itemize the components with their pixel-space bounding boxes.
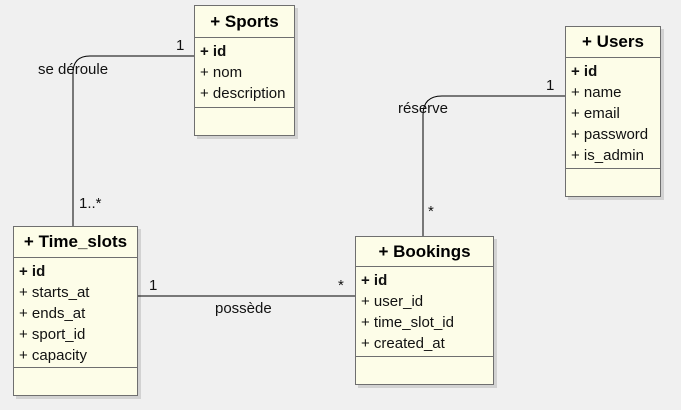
multiplicity-users-end: 1 xyxy=(546,77,555,94)
attribute-id: + id xyxy=(19,263,46,280)
attribute-id: + id xyxy=(571,63,598,80)
attribute-id: + id xyxy=(200,43,227,60)
class-users[interactable]: + Users + id + name + email + password +… xyxy=(565,26,661,197)
association-name-possede: possède xyxy=(215,300,272,317)
attribute-capacity: + capacity xyxy=(19,347,87,364)
class-sports-title: + Sports xyxy=(195,6,294,38)
class-bookings-attributes: + id + user_id + time_slot_id + created_… xyxy=(356,267,493,357)
class-time-slots-attributes: + id + starts_at + ends_at + sport_id + … xyxy=(14,258,137,368)
attribute-sport-id: + sport_id xyxy=(19,326,86,343)
class-sports[interactable]: + Sports + id + nom + description xyxy=(194,5,295,136)
attribute-id: + id xyxy=(361,272,388,289)
class-users-title: + Users xyxy=(566,27,660,58)
class-users-attributes: + id + name + email + password + is_admi… xyxy=(566,58,660,169)
attribute-password: + password xyxy=(571,126,649,143)
association-name-reserve: réserve xyxy=(398,100,449,117)
attribute-is-admin: + is_admin xyxy=(571,147,644,164)
attribute-nom: + nom xyxy=(200,64,243,81)
attribute-starts-at: + starts_at xyxy=(19,284,90,301)
class-bookings-title: + Bookings xyxy=(356,237,493,267)
attribute-time-slot-id: + time_slot_id xyxy=(361,314,454,331)
attribute-created-at: + created_at xyxy=(361,335,445,352)
multiplicity-sports-end: 1 xyxy=(176,37,185,54)
attribute-user-id: + user_id xyxy=(361,293,424,310)
multiplicity-bookings-end: * xyxy=(428,203,434,220)
attribute-name: + name xyxy=(571,84,622,101)
class-time-slots[interactable]: + Time_slots + id + starts_at + ends_at … xyxy=(13,226,138,396)
attribute-email: + email xyxy=(571,105,620,122)
multiplicity-timeslots-end: 1..* xyxy=(79,195,102,212)
association-name-se-deroule: se déroule xyxy=(38,61,109,78)
class-time-slots-title: + Time_slots xyxy=(14,227,137,258)
class-bookings[interactable]: + Bookings + id + user_id + time_slot_id… xyxy=(355,236,494,385)
association-line-users-bookings xyxy=(422,95,565,236)
association-line-sports-timeslots xyxy=(72,55,194,227)
class-sports-attributes: + id + nom + description xyxy=(195,38,294,108)
attribute-description: + description xyxy=(200,85,286,102)
attribute-ends-at: + ends_at xyxy=(19,305,86,322)
multiplicity-timeslots-end: 1 xyxy=(149,277,158,294)
multiplicity-bookings-end: * xyxy=(338,277,344,294)
